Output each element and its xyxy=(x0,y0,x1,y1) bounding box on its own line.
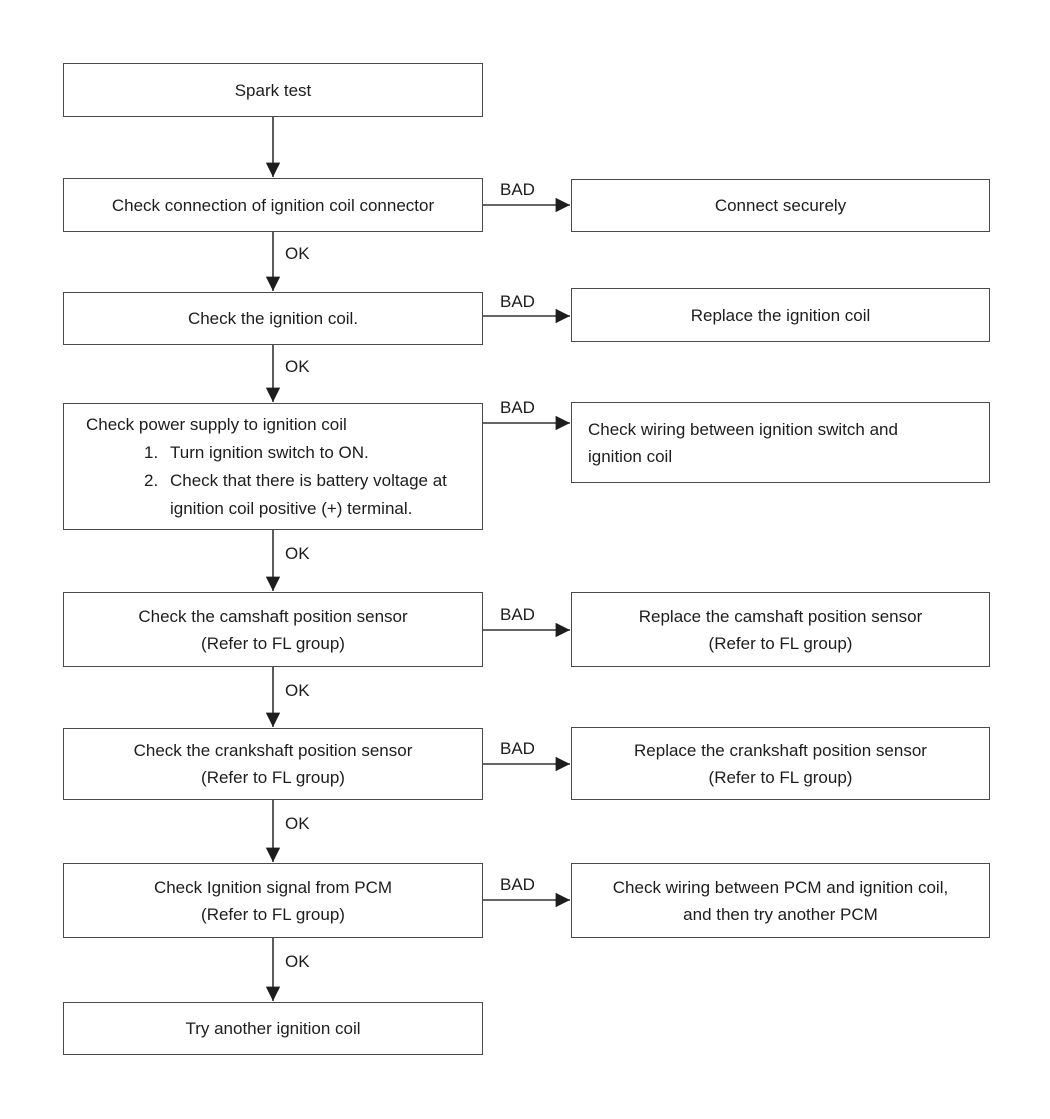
node-check-power-supply: Check power supply to ignition coil 1. T… xyxy=(63,403,483,530)
ok-label: OK xyxy=(285,814,310,834)
ok-label: OK xyxy=(285,952,310,972)
node-check-wiring-ignition-switch: Check wiring between ignition switch and… xyxy=(571,402,990,483)
node-replace-ignition-coil: Replace the ignition coil xyxy=(571,288,990,342)
node-check-camshaft-sensor: Check the camshaft position sensor (Refe… xyxy=(63,592,483,667)
node-label-line2: (Refer to FL group) xyxy=(201,633,345,653)
bad-label: BAD xyxy=(500,292,535,312)
ok-label: OK xyxy=(285,544,310,564)
node-label-line2: (Refer to FL group) xyxy=(201,904,345,924)
bad-label: BAD xyxy=(500,605,535,625)
bad-label: BAD xyxy=(500,739,535,759)
node-label-line1: Check the camshaft position sensor xyxy=(138,606,408,626)
node-label: Replace the ignition coil xyxy=(690,305,871,325)
node-label-line2: (Refer to FL group) xyxy=(708,767,853,787)
ok-label: OK xyxy=(285,357,310,377)
node-label-line1: Check the crankshaft position sensor xyxy=(133,741,413,760)
node-label: Connect securely xyxy=(714,196,847,215)
node-label-line1: Replace the camshaft position sensor xyxy=(638,606,923,626)
node-label-line1: Check Ignition signal from PCM xyxy=(153,877,393,897)
node-label-line2: (Refer to FL group) xyxy=(201,768,345,787)
ok-label: OK xyxy=(285,244,310,264)
node-replace-crankshaft-sensor: Replace the crankshaft position sensor (… xyxy=(571,727,990,800)
node-check-connection: Check connection of ignition coil connec… xyxy=(63,178,483,232)
step-number: 2. xyxy=(144,470,159,490)
node-label: Try another ignition coil xyxy=(185,1019,361,1038)
ok-label: OK xyxy=(285,681,310,701)
power-step-2: 2. Check that there is battery voltage a… xyxy=(144,467,482,523)
bad-label: BAD xyxy=(500,180,535,200)
node-label: Check connection of ignition coil connec… xyxy=(111,195,435,215)
node-label-line1: Replace the crankshaft position sensor xyxy=(634,740,927,760)
node-replace-camshaft-sensor: Replace the camshaft position sensor (Re… xyxy=(571,592,990,667)
node-label-line1: Check wiring between PCM and ignition co… xyxy=(612,877,949,897)
node-label: Spark test xyxy=(234,80,312,100)
step-number: 1. xyxy=(144,442,159,462)
node-label: Check wiring between ignition switch and… xyxy=(588,419,898,466)
bad-label: BAD xyxy=(500,875,535,895)
step-text: Turn ignition switch to ON. xyxy=(170,442,369,462)
node-check-ignition-signal-pcm: Check Ignition signal from PCM (Refer to… xyxy=(63,863,483,938)
node-title: Check power supply to ignition coil xyxy=(86,414,347,434)
bad-label: BAD xyxy=(500,398,535,418)
step-text: Check that there is battery voltage at i… xyxy=(170,470,447,518)
node-check-crankshaft-sensor: Check the crankshaft position sensor (Re… xyxy=(63,728,483,800)
node-spark-test: Spark test xyxy=(63,63,483,117)
node-label-line2: and then try another PCM xyxy=(683,904,878,924)
power-step-1: 1. Turn ignition switch to ON. xyxy=(144,439,482,467)
node-label: Check the ignition coil. xyxy=(187,309,359,328)
node-connect-securely: Connect securely xyxy=(571,179,990,232)
node-check-ignition-coil: Check the ignition coil. xyxy=(63,292,483,345)
node-try-another-coil: Try another ignition coil xyxy=(63,1002,483,1055)
node-label-line2: (Refer to FL group) xyxy=(708,633,853,653)
node-check-wiring-pcm: Check wiring between PCM and ignition co… xyxy=(571,863,990,938)
